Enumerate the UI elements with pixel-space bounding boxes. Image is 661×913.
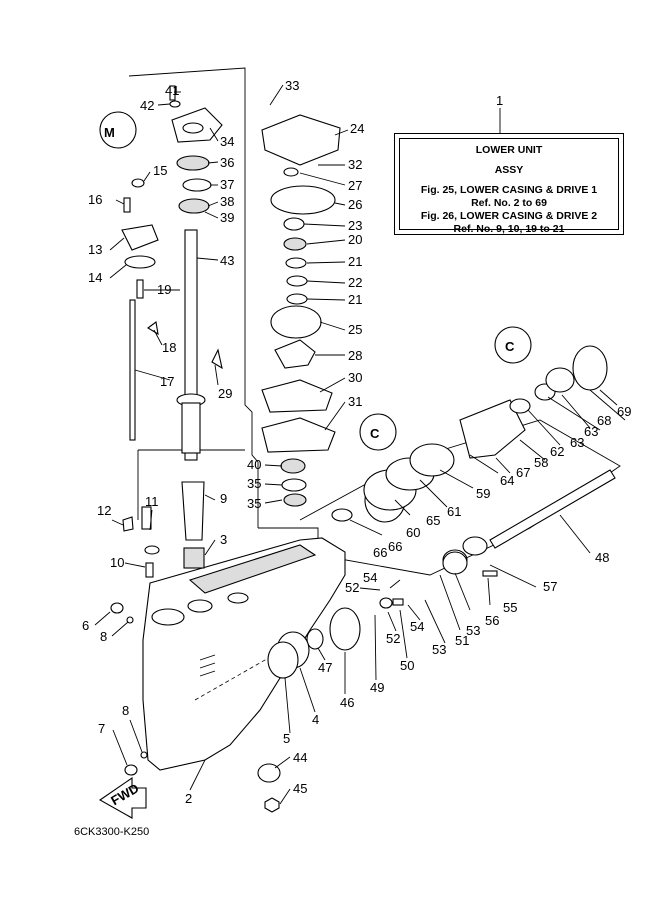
part-label: 59 [476, 486, 490, 501]
part-label: 29 [218, 386, 232, 401]
info-title-line-1: LOWER UNIT [475, 144, 543, 156]
part-label: 7 [98, 721, 105, 736]
fwd-arrow: FWD [98, 776, 147, 819]
part-label: 38 [220, 194, 234, 209]
part-label: 53 [432, 642, 446, 657]
part-label: 5 [283, 731, 290, 746]
callout-c-lower: C [505, 339, 515, 354]
part-label: 11 [145, 494, 159, 509]
part-label: 52 [386, 631, 400, 646]
part-label: 63 [570, 435, 584, 450]
info-ref-line: Ref. No. 2 to 69 [471, 197, 547, 209]
part-label: 15 [153, 163, 167, 178]
part-label: 36 [220, 155, 234, 170]
part-label: 8 [100, 629, 107, 644]
info-ref-line: Fig. 25, LOWER CASING & DRIVE 1 [420, 184, 598, 196]
part-label: 12 [97, 503, 111, 518]
part-label: 66 [388, 539, 402, 554]
part-label: 49 [370, 680, 384, 695]
lower-unit-info-box: LOWER UNIT ASSY Fig. 25, LOWER CASING & … [394, 133, 624, 235]
part-label: 35 [247, 476, 261, 491]
part-label: 40 [247, 457, 261, 472]
part-label: 65 [426, 513, 440, 528]
part-label: 63 [584, 424, 598, 439]
part-label: 46 [340, 695, 354, 710]
part-label: 69 [617, 404, 631, 419]
part-label: 25 [348, 322, 362, 337]
info-title-line-2: ASSY [494, 164, 524, 176]
part-label: 50 [400, 658, 414, 673]
part-label: 66 [373, 545, 387, 560]
callout-m: M [104, 125, 115, 140]
part-label: 47 [318, 660, 332, 675]
part-label: 44 [293, 750, 307, 765]
lower-casing [142, 537, 346, 771]
part-label: 62 [550, 444, 564, 459]
diagram-code: 6CK3300-K250 [74, 826, 150, 838]
part-label: 54 [410, 619, 424, 634]
part-label: 64 [500, 473, 514, 488]
part-label: 30 [348, 370, 362, 385]
part-label: 45 [293, 781, 307, 796]
part-label: 23 [348, 218, 362, 233]
part-label: 24 [350, 121, 364, 136]
part-label: 32 [348, 157, 362, 172]
drive-shaft-assembly [169, 85, 223, 569]
part-label: 22 [348, 275, 362, 290]
part-label: 21 [348, 292, 362, 307]
part-label: 8 [122, 703, 129, 718]
part-label: 51 [455, 633, 469, 648]
part-label: 35 [247, 496, 261, 511]
info-box-inner: LOWER UNIT ASSY Fig. 25, LOWER CASING & … [399, 138, 619, 235]
misc-parts: C C [110, 321, 532, 776]
part-label: 2 [185, 791, 192, 806]
part-label: 55 [503, 600, 517, 615]
part-label: 61 [447, 504, 461, 519]
part-label: 57 [543, 579, 557, 594]
propeller-shaft-assembly [257, 345, 616, 813]
part-label: 31 [348, 394, 362, 409]
part-label: 67 [516, 465, 530, 480]
part-label: 39 [220, 210, 234, 225]
part-label: 6 [82, 618, 89, 633]
info-box-number: 1 [496, 93, 503, 108]
part-label: 56 [485, 613, 499, 628]
part-label: 53 [466, 623, 480, 638]
part-label: 10 [110, 555, 124, 570]
part-label: 41 [165, 83, 179, 98]
part-label: 16 [88, 192, 102, 207]
part-label: 20 [348, 232, 362, 247]
part-label: 14 [88, 270, 102, 285]
callout-c-upper: C [370, 426, 380, 441]
water-pump-assembly [261, 114, 341, 507]
part-label: 52 [345, 580, 359, 595]
part-label: 54 [363, 570, 377, 585]
part-label: 58 [534, 455, 548, 470]
part-label: 34 [220, 134, 234, 149]
part-label: 26 [348, 197, 362, 212]
part-label: 60 [406, 525, 420, 540]
part-label: 18 [162, 340, 176, 355]
shift-rod-assembly: M [99, 111, 159, 441]
part-number-labels: 41 42 34 36 37 38 39 43 33 24 32 27 26 2… [82, 78, 631, 806]
part-label: 37 [220, 177, 234, 192]
info-ref-line: Ref. No. 9, 10, 19 to 21 [453, 223, 565, 235]
part-label: 42 [140, 98, 154, 113]
part-label: 19 [157, 282, 171, 297]
part-label: 13 [88, 242, 102, 257]
part-label: 68 [597, 413, 611, 428]
leader-lines [94, 84, 626, 805]
part-label: 33 [285, 78, 299, 93]
part-label: 48 [595, 550, 609, 565]
part-label: 9 [220, 491, 227, 506]
part-label: 21 [348, 254, 362, 269]
part-label: 27 [348, 178, 362, 193]
info-ref-line: Fig. 26, LOWER CASING & DRIVE 2 [420, 210, 598, 222]
part-label: 4 [312, 712, 319, 727]
part-label: 17 [160, 374, 174, 389]
part-label: 28 [348, 348, 362, 363]
part-label: 3 [220, 532, 227, 547]
part-label: 43 [220, 253, 234, 268]
